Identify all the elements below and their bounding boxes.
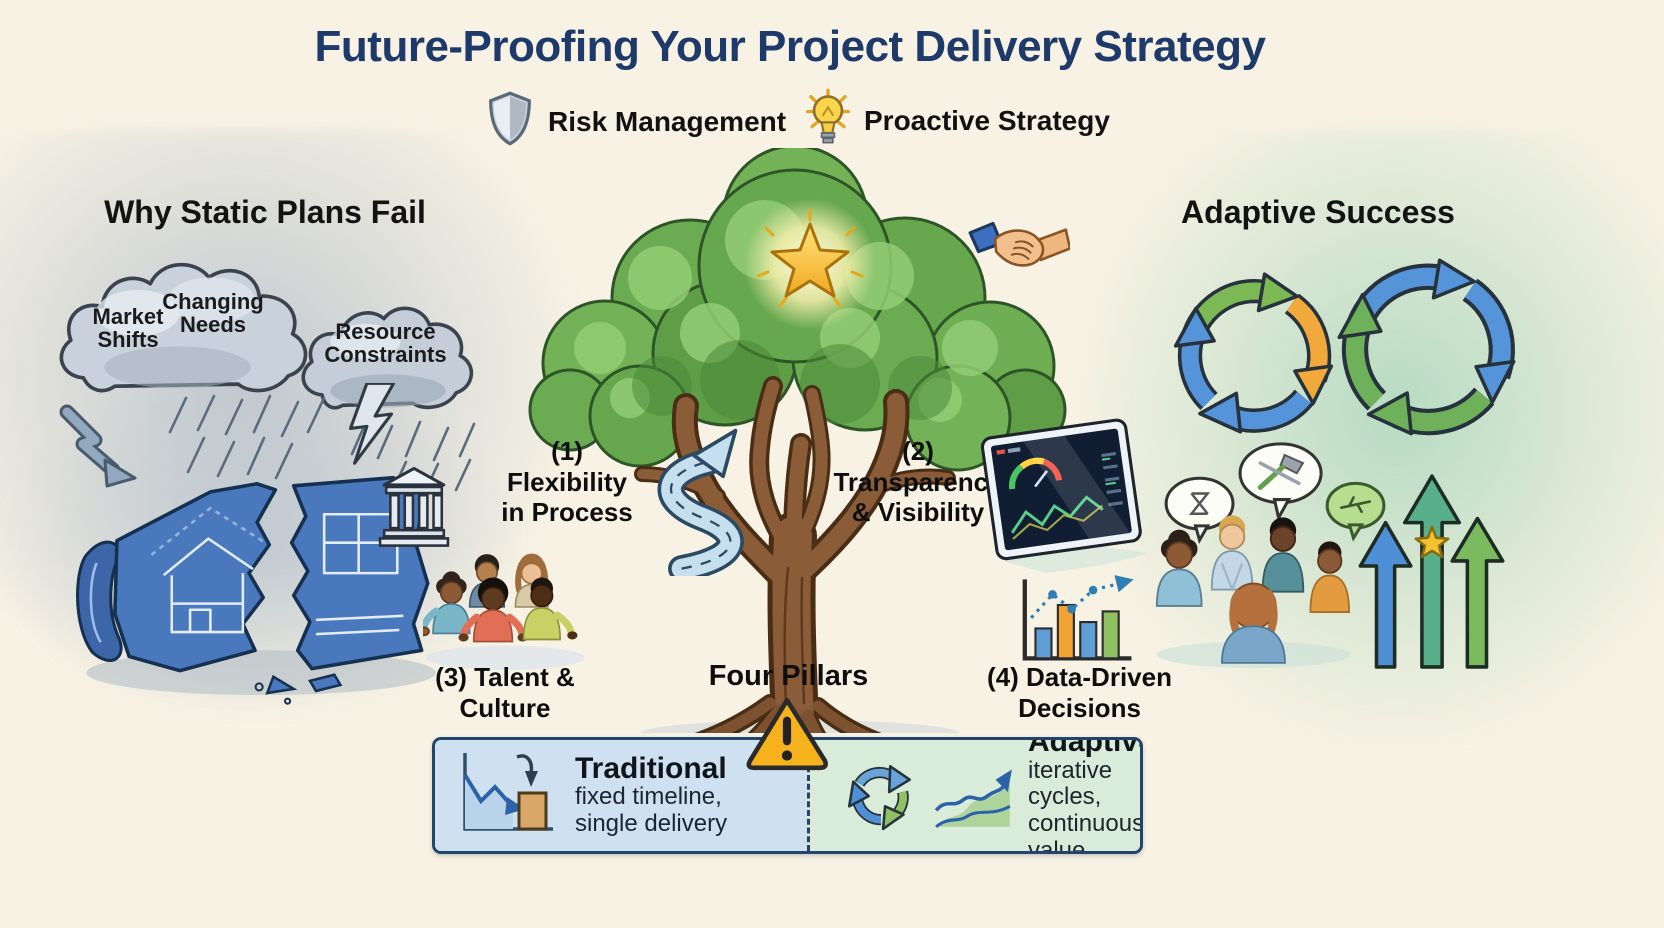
cloud-label-resource-constraints: Resource Constraints bbox=[324, 319, 447, 368]
legend-proactive-strategy: Proactive Strategy bbox=[806, 88, 1110, 153]
shield-icon bbox=[486, 90, 534, 153]
cycle-icon-2 bbox=[1322, 248, 1540, 461]
pillar-2-label: (2) Transparency & Visibility bbox=[833, 436, 1003, 528]
bank-icon bbox=[378, 462, 450, 555]
lightbulb-icon bbox=[806, 88, 850, 153]
lightning-icon bbox=[330, 381, 412, 486]
traditional-description: fixed timeline, single delivery bbox=[575, 783, 728, 838]
speech-bubble-icon bbox=[1238, 442, 1323, 523]
traditional-text: Traditional fixed timeline, single deliv… bbox=[575, 753, 727, 838]
down-trend-arrow-icon bbox=[55, 402, 150, 502]
speech-bubble-icon bbox=[1325, 481, 1386, 542]
speech-bubble-icons bbox=[1155, 436, 1393, 559]
bar-chart-icon bbox=[1012, 572, 1140, 675]
storm-cloud-icon bbox=[52, 252, 324, 425]
adaptive-section: Adaptive iterative cycles, continuous va… bbox=[807, 737, 1143, 854]
four-pillars-label: Four Pillars bbox=[708, 660, 869, 692]
winding-road-icon bbox=[640, 418, 775, 583]
adaptive-description: iterative cycles, continuous value bbox=[1028, 756, 1143, 854]
talent-group-icon bbox=[418, 548, 618, 675]
rising-chart-icon bbox=[930, 753, 1016, 838]
warning-icon bbox=[742, 694, 832, 777]
legend-risk-label: Risk Management bbox=[548, 105, 787, 137]
handshake-icon bbox=[966, 216, 1072, 289]
mini-cycle-icon bbox=[844, 753, 918, 838]
star-icon bbox=[756, 208, 864, 308]
adaptive-title: Adaptive bbox=[1028, 737, 1143, 758]
growth-arrows-icon bbox=[1345, 460, 1517, 677]
pillar-1-label: (1) Flexibility in Process bbox=[501, 436, 633, 528]
dashboard-icon bbox=[975, 410, 1150, 585]
left-section-heading: Why Static Plans Fail bbox=[104, 194, 426, 230]
speech-bubble-icon bbox=[1164, 476, 1235, 544]
traditional-section: Traditional fixed timeline, single deliv… bbox=[435, 740, 807, 851]
legend-risk-management: Risk Management bbox=[486, 90, 786, 153]
pillar-4-label: (4) Data-Driven Decisions bbox=[987, 662, 1172, 723]
cloud-label-market-shifts: Market Shifts bbox=[92, 304, 164, 353]
right-section-heading: Adaptive Success bbox=[1181, 194, 1455, 230]
traditional-title: Traditional bbox=[575, 751, 727, 785]
cycle-icon bbox=[1152, 260, 1357, 457]
page-title: Future-Proofing Your Project Delivery St… bbox=[314, 22, 1266, 71]
storm-cloud-icon-2 bbox=[293, 296, 479, 435]
torn-blueprint-icon bbox=[58, 420, 444, 711]
cloud-label-changing-needs: Changing Needs bbox=[162, 289, 264, 338]
declining-chart-icon bbox=[451, 746, 563, 845]
legend-proactive-label: Proactive Strategy bbox=[864, 104, 1110, 136]
pillar-3-label: (3) Talent & Culture bbox=[435, 662, 575, 723]
adaptive-text: Adaptive iterative cycles, continuous va… bbox=[1028, 737, 1143, 854]
team-discussion-icon bbox=[1146, 492, 1366, 675]
